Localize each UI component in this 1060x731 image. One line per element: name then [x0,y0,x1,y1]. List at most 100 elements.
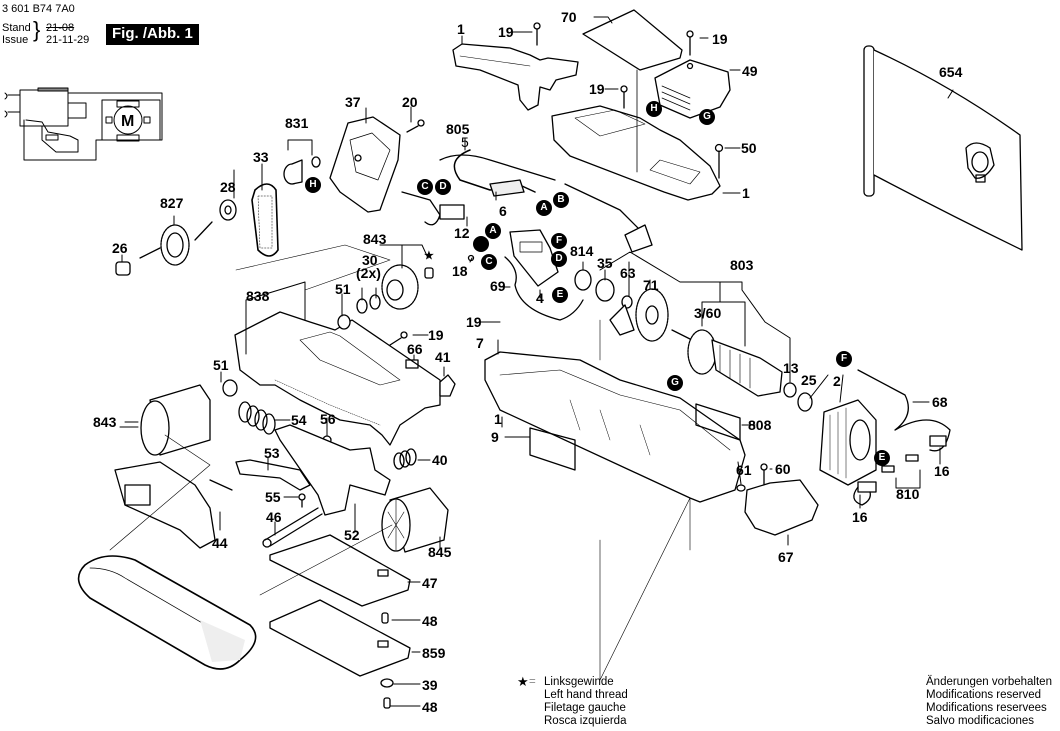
part-label: 3/60 [694,305,722,321]
plate-part-859 [269,599,411,677]
part-label: 859 [422,645,446,661]
stator-part-2 [819,399,877,486]
drive-belt-part-33 [251,183,279,257]
part-label: 40 [432,452,448,468]
part-label: 25 [801,372,817,388]
callout-c-top: C [417,179,433,195]
brace-icon: } [33,17,41,42]
washer-part-39 [380,678,394,688]
nut-part-61 [736,484,746,492]
part-label: 61 [736,462,752,478]
spring-part-40 [393,448,417,470]
part-label: 60 [775,461,791,477]
callout-d-top: D [435,179,451,195]
carbon-brush-part-810 [881,454,919,473]
lever-part-53 [235,459,311,491]
screw-19-b [686,30,694,56]
part-label: 56 [320,411,336,427]
sanding-belt [77,555,257,670]
part-label: 5 [461,134,469,150]
bearing-part-28 [219,199,237,221]
part-label: 2 [833,373,841,389]
legend-line: Linksgewinde [544,676,614,688]
wiring-schematic [4,87,163,161]
knob-part-41 [439,374,456,397]
brush-holder-part-16-bottom [853,481,877,506]
part-label: 843 [93,414,117,430]
part-label: 19 [589,81,605,97]
part-label: 55 [265,489,281,505]
roller-part-843-left [140,384,211,456]
part-label: 70 [561,9,577,25]
callout-a-switch: A [485,223,501,239]
handle-part-1 [452,43,579,111]
motor-symbol: M [121,113,134,130]
screw-48-a [381,612,389,624]
drive-roller-part-845 [381,487,449,553]
washer-part-30 [356,294,381,314]
cover-part-70 [582,9,683,71]
part-label: 845 [428,544,452,560]
screw-60 [760,463,768,485]
callout-e-wire: E [552,287,568,303]
part-label: 54 [291,412,307,428]
part-label: 1 [494,411,502,427]
callout-a-top: A [536,200,552,216]
screw-48-b [383,697,391,709]
part-label: 30 [362,252,378,268]
platen-part-47 [269,534,411,607]
part-label: 41 [435,349,451,365]
part-label: 838 [246,288,270,304]
part-label: 827 [160,195,184,211]
switch-part-4 [509,229,559,287]
part-label: 13 [783,360,799,376]
legend-line: Rosca izquierda [544,715,627,727]
part-label: 48 [422,613,438,629]
legend-line: Left hand thread [544,689,628,701]
callout-g-base: G [667,375,683,391]
part-label: 26 [112,240,128,256]
part-label: 814 [570,243,594,259]
part-label: 843 [363,231,387,247]
legend-line: Filetage gauche [544,702,626,714]
part-label: 46 [266,509,282,525]
part-label: 63 [620,265,636,281]
part-label: 7 [476,335,484,351]
armature-part-3-60 [671,329,783,397]
figure-label: Fig. /Abb. 1 [106,24,199,45]
part-label: 52 [344,527,360,543]
part-label: 51 [213,357,229,373]
callout-c-switch: C [481,254,497,270]
part-label: 810 [896,486,920,502]
gear-housing-part-838 [234,311,441,446]
part-label: 33 [253,149,269,165]
equals-sign: = [529,676,536,688]
leader-lines [109,16,954,707]
spring-part-54 [238,401,276,435]
part-label: 19 [498,24,514,40]
pulley-part-831 [283,156,321,185]
callout-d-switch: D [551,251,567,267]
ring-part-35 [595,278,615,302]
part-label: 1 [457,21,465,37]
part-label: 19 [428,327,444,343]
notice-line: Modifications reserved [926,689,1042,701]
callout-b: B [553,192,569,208]
part-label: 44 [212,535,228,551]
screw-55 [298,493,306,508]
part-label: 18 [452,263,468,279]
brush-holder-part-16-right [929,435,947,447]
part-label: 19 [712,31,728,47]
callout-h-left: H [305,177,321,193]
callout-h-top: H [646,101,662,117]
modifications-notice: Änderungen vorbehalten Modifications res… [926,676,1052,728]
label-part-66 [405,359,419,369]
bearing-part-25 [797,392,813,412]
gear-shaft-part-827 [139,221,213,266]
screw-50 [714,143,724,179]
issue-label: Issue [2,34,29,46]
part-label: 16 [934,463,950,479]
part-label: 803 [730,257,754,273]
screw-20 [406,119,425,133]
